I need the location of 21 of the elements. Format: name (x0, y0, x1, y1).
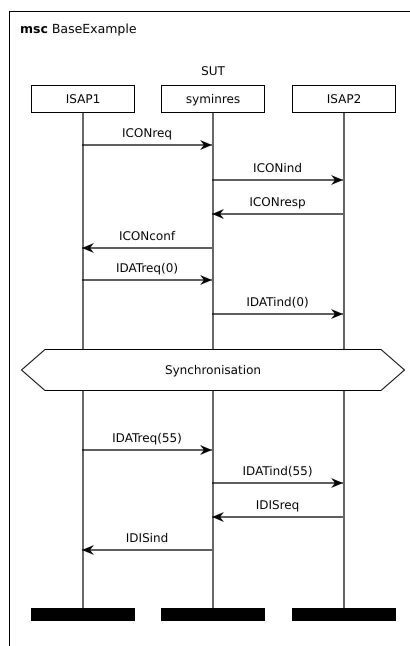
message-arrow (82, 445, 212, 455)
msc-frame (9, 11, 410, 646)
instance-name: syminres (186, 92, 240, 106)
message-arrow (82, 140, 212, 150)
message-label: IDATreq(55) (110, 431, 184, 446)
instance-name: ISAP2 (326, 92, 362, 106)
message-arrow (82, 275, 212, 285)
frame-title: msc BaseExample (20, 21, 137, 36)
message-arrow (82, 243, 212, 253)
message-arrow (212, 309, 343, 319)
message-arrow (212, 175, 343, 185)
message-label: IDATind(55) (240, 464, 314, 479)
message-arrow (212, 478, 343, 488)
message-arrow (212, 209, 343, 219)
message-arrow (82, 545, 212, 555)
condition-label: Synchronisation (164, 362, 262, 378)
message-label: IDISreq (254, 498, 302, 513)
message-label: ICONreq (120, 126, 174, 141)
message-arrow (212, 512, 343, 522)
instance-name: ISAP1 (66, 92, 100, 106)
instance-heading: SUT (201, 63, 225, 79)
